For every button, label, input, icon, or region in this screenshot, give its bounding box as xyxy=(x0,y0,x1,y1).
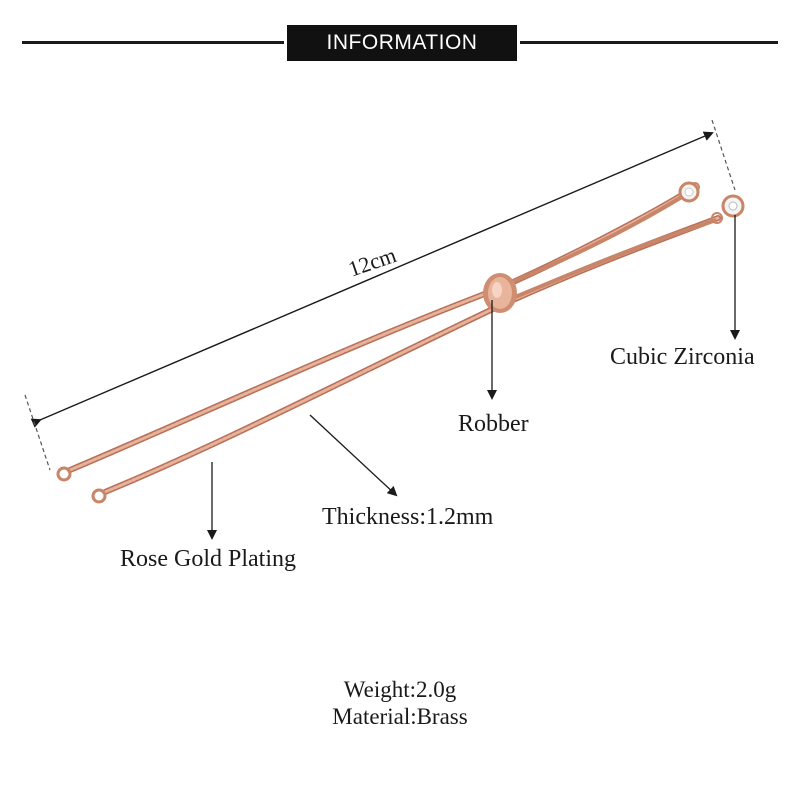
callout-leader-thickness xyxy=(309,414,398,497)
weight-spec: Weight:2.0g xyxy=(343,677,457,702)
dimension-line xyxy=(30,131,714,428)
header-title: INFORMATION xyxy=(287,25,517,61)
dimension-tick-right xyxy=(711,119,736,191)
end-loop-left-upper xyxy=(56,466,72,482)
plating-label: Rose Gold Plating xyxy=(120,546,297,572)
end-loop-left-lower xyxy=(91,488,107,504)
specs-block: Weight:2.0g Material:Brass xyxy=(0,676,800,730)
slider-bead xyxy=(483,273,517,313)
zirconia-charm-left xyxy=(678,181,700,203)
cubic-zirconia-label: Cubic Zirconia xyxy=(610,344,755,370)
header-rule-left xyxy=(22,41,284,44)
thickness-label: Thickness:1.2mm xyxy=(322,504,494,530)
material-spec: Material:Brass xyxy=(332,704,468,729)
dimension-tick-left xyxy=(24,394,51,471)
chain-strand-upper xyxy=(67,187,693,473)
header-rule-right xyxy=(520,41,778,44)
robber-label: Robber xyxy=(458,411,529,437)
zirconia-charm-right xyxy=(711,194,745,224)
